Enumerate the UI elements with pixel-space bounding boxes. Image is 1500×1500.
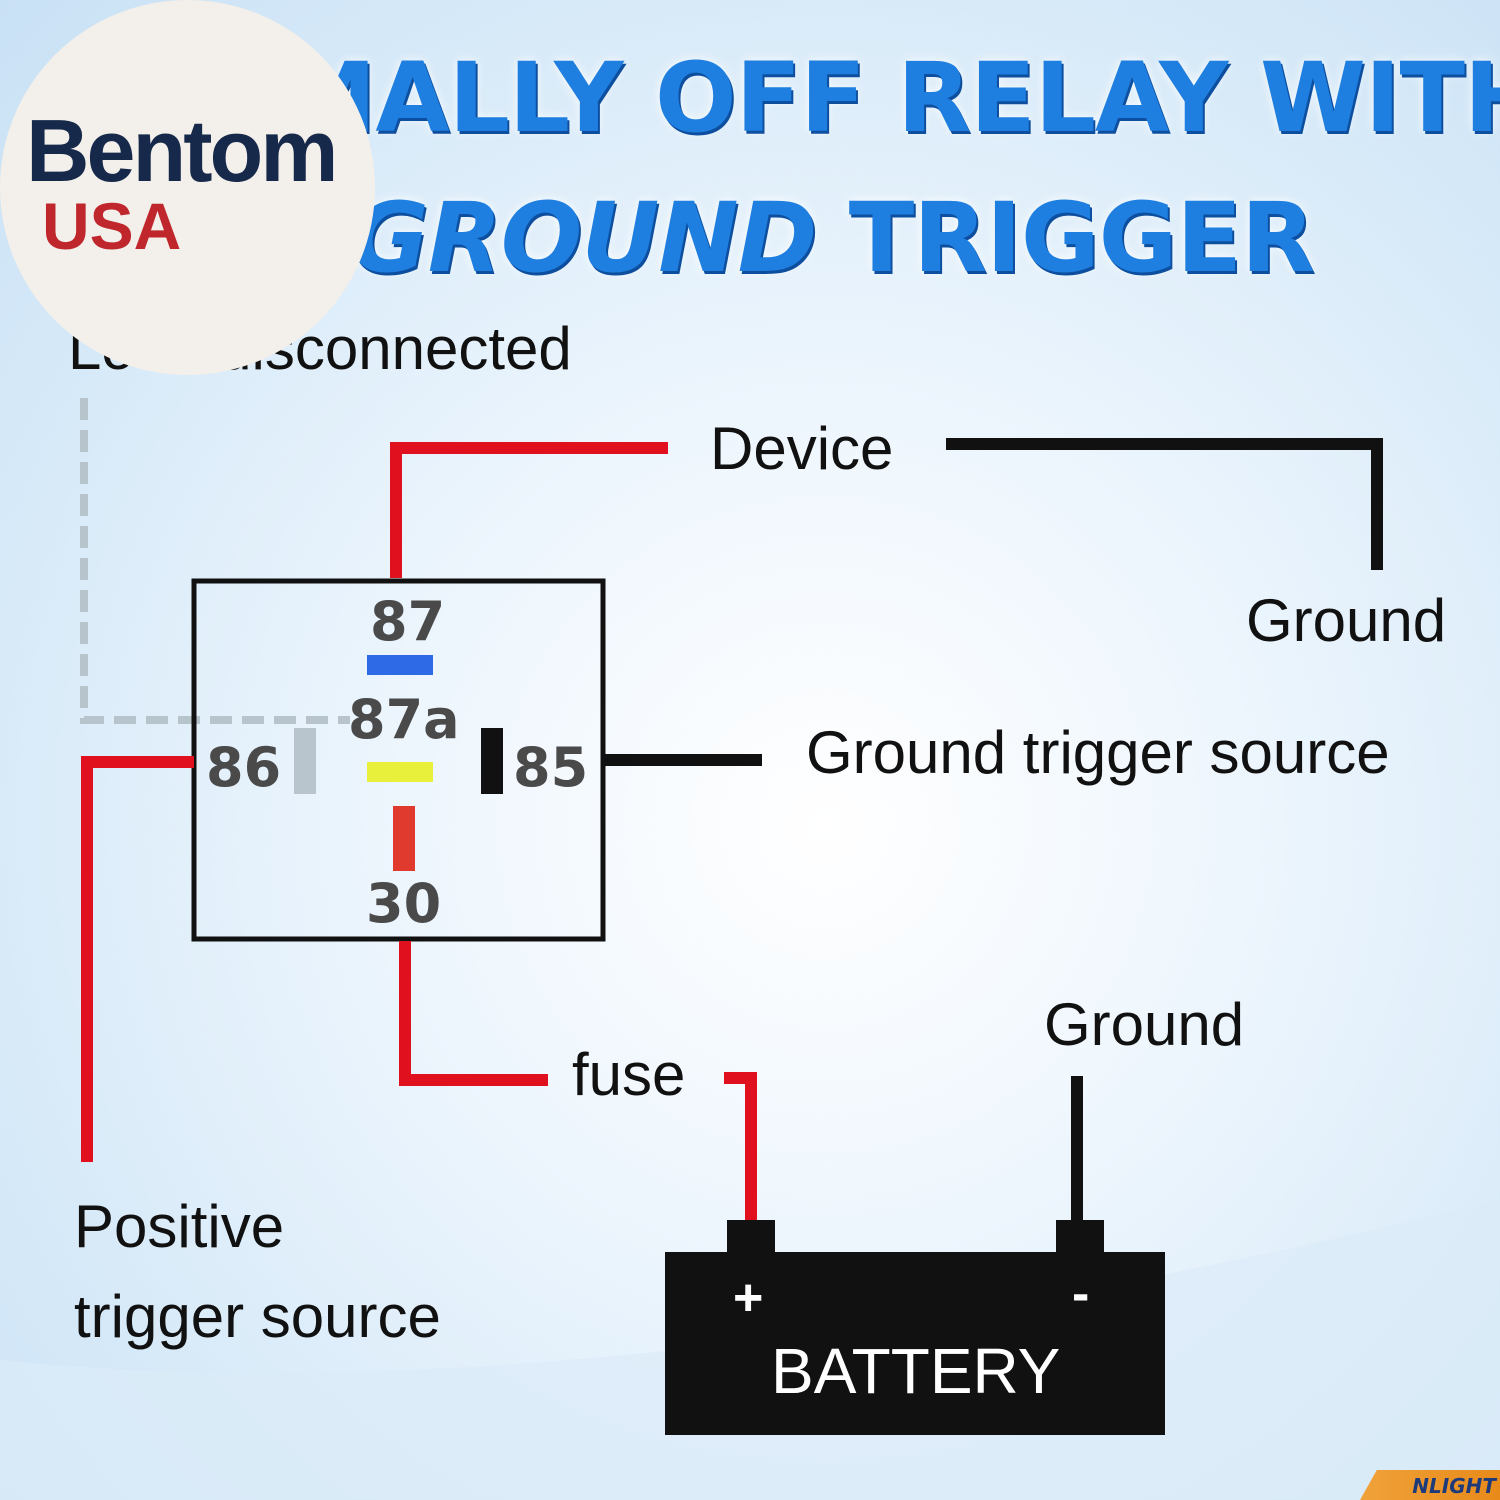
brand-logo: Bentom USA (0, 0, 375, 375)
device-label: Device (710, 415, 894, 482)
battery-positive-terminal (727, 1220, 775, 1256)
wire-87-to-device (390, 442, 668, 578)
positive-trigger-label-line1: Positive (74, 1193, 285, 1260)
pin-86-marker (294, 728, 316, 794)
pin-87a-label: 87a (348, 688, 460, 751)
pin-87-label: 87 (370, 590, 446, 653)
ground-battery-label: Ground (1044, 991, 1245, 1058)
corner-brand-text: NLIGHT (1412, 1474, 1496, 1498)
positive-trigger-label-line2: trigger source (74, 1283, 441, 1350)
wire-device-to-ground (946, 438, 1383, 570)
logo-brand-name: Bentom (26, 101, 339, 200)
pin-87-marker (367, 655, 433, 675)
battery (665, 1220, 1165, 1435)
wire-fuse-to-battery (724, 1072, 757, 1225)
battery-body (665, 1252, 1165, 1435)
wire-86-positive-trigger (81, 756, 194, 1162)
pin-30-marker (393, 806, 415, 871)
ground-trigger-label: Ground trigger source (806, 719, 1390, 786)
corner-brand-mark (1360, 1470, 1500, 1500)
fuse-label: fuse (572, 1041, 686, 1108)
wire-30-to-fuse (399, 941, 548, 1086)
battery-label: BATTERY (771, 1335, 1061, 1407)
load-disconnected-wire (80, 398, 350, 724)
title-ground-word: GROUND (350, 182, 817, 294)
title-line-2: GROUND TRIGGER (350, 182, 1500, 294)
battery-plus-sign: + (733, 1269, 764, 1327)
pin-86-label: 86 (206, 736, 282, 799)
pin-85-marker (481, 728, 503, 794)
ground-top-label: Ground (1246, 587, 1447, 654)
pin-87a-marker (367, 762, 433, 782)
pin-85-label: 85 (513, 736, 589, 799)
logo-country-name: USA (42, 189, 182, 263)
title-trigger-word: TRIGGER (816, 182, 1315, 294)
battery-negative-terminal (1056, 1220, 1104, 1256)
battery-minus-sign: - (1072, 1265, 1090, 1323)
pin-30-label: 30 (366, 872, 442, 935)
